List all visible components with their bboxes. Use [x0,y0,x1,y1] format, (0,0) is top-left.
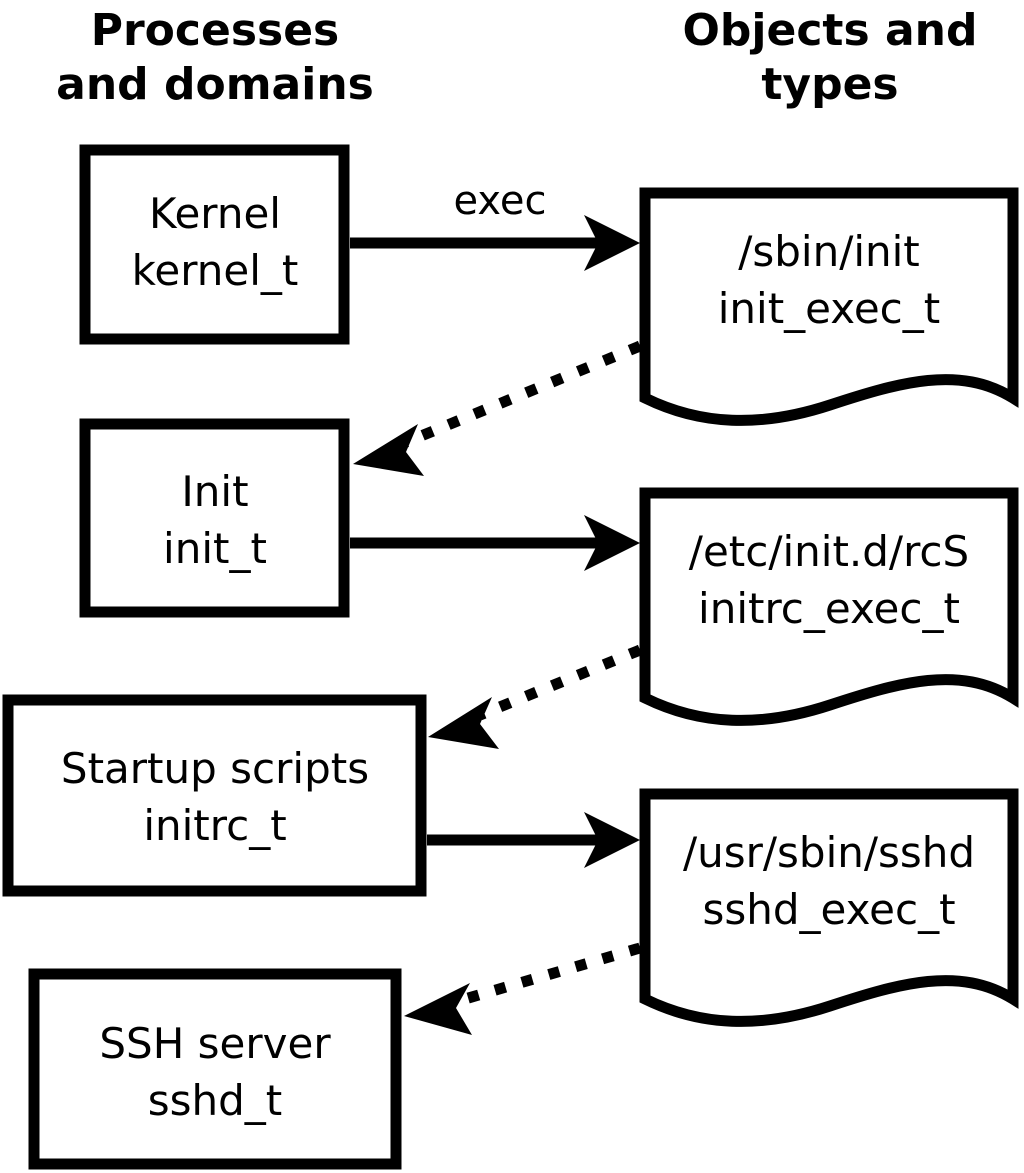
process-box-kernel[interactable] [79,144,350,345]
arrowhead-init-exec [584,515,640,571]
process-ssh-server-type: sshd_t [148,1076,283,1125]
edge-line-transition-sshd [456,942,642,1007]
process-init-type: init_t [163,524,267,573]
process-startup-scripts-name: Startup scripts [61,744,369,793]
object-etc-initd-rcs-type: initrc_exec_t [698,584,960,633]
right-header-line2: types [761,59,898,110]
edge-label-exec: exec [454,178,547,224]
edge-sshd-exec-to-sshd [404,942,642,1035]
arrowhead-sshd-exec [584,812,640,868]
object-usr-sbin-sshd-path: /usr/sbin/sshd [683,828,975,877]
object-sbin-init-path: /sbin/init [738,227,920,276]
left-column-header: Processes and domains [56,5,374,110]
process-kernel-name: Kernel [149,189,281,238]
arrowhead-transition-initrc [428,697,499,749]
process-ssh-server-name: SSH server [99,1019,331,1068]
edge-init-exec-to-init [353,340,643,476]
edge-initrc-to-sshd-exec [427,812,640,868]
process-kernel-type: kernel_t [132,246,299,295]
edge-line-transition-initrc [477,644,643,721]
arrowhead-transition-sshd [404,983,472,1035]
right-header-line1: Objects and [683,5,978,56]
process-box-ssh-server[interactable] [28,968,402,1170]
object-usr-sbin-sshd-type: sshd_exec_t [702,885,955,934]
process-box-startup-scripts[interactable] [2,694,427,897]
edge-kernel-to-init-exec: exec [350,178,640,271]
object-node-sbin-init[interactable]: /sbin/init init_exec_t [639,187,1019,426]
edge-line-transition-init [401,340,643,449]
edge-initrc-exec-to-initrc [428,644,643,749]
object-etc-initd-rcs-path: /etc/init.d/rcS [689,527,969,576]
left-header-line2: and domains [56,59,374,110]
object-node-etc-initd-rcs[interactable]: /etc/init.d/rcS initrc_exec_t [639,487,1019,726]
arrowhead-exec [584,215,640,271]
process-box-init[interactable] [79,418,350,618]
process-node-kernel[interactable]: Kernel kernel_t [79,144,350,345]
right-column-header: Objects and types [683,5,978,110]
object-doc-sbin-init[interactable] [639,187,1019,426]
arrowhead-transition-init [353,424,424,476]
object-node-usr-sbin-sshd[interactable]: /usr/sbin/sshd sshd_exec_t [639,788,1019,1027]
object-doc-etc-initd-rcs[interactable] [639,487,1019,726]
left-header-line1: Processes [91,5,340,56]
process-startup-scripts-type: initrc_t [143,801,286,850]
object-doc-usr-sbin-sshd[interactable] [639,788,1019,1027]
process-node-ssh-server[interactable]: SSH server sshd_t [28,968,402,1170]
object-sbin-init-type: init_exec_t [718,284,941,333]
process-init-name: Init [181,467,248,516]
edge-init-to-initrc-exec [350,515,640,571]
process-node-init[interactable]: Init init_t [79,418,350,618]
process-node-startup-scripts[interactable]: Startup scripts initrc_t [2,694,427,897]
